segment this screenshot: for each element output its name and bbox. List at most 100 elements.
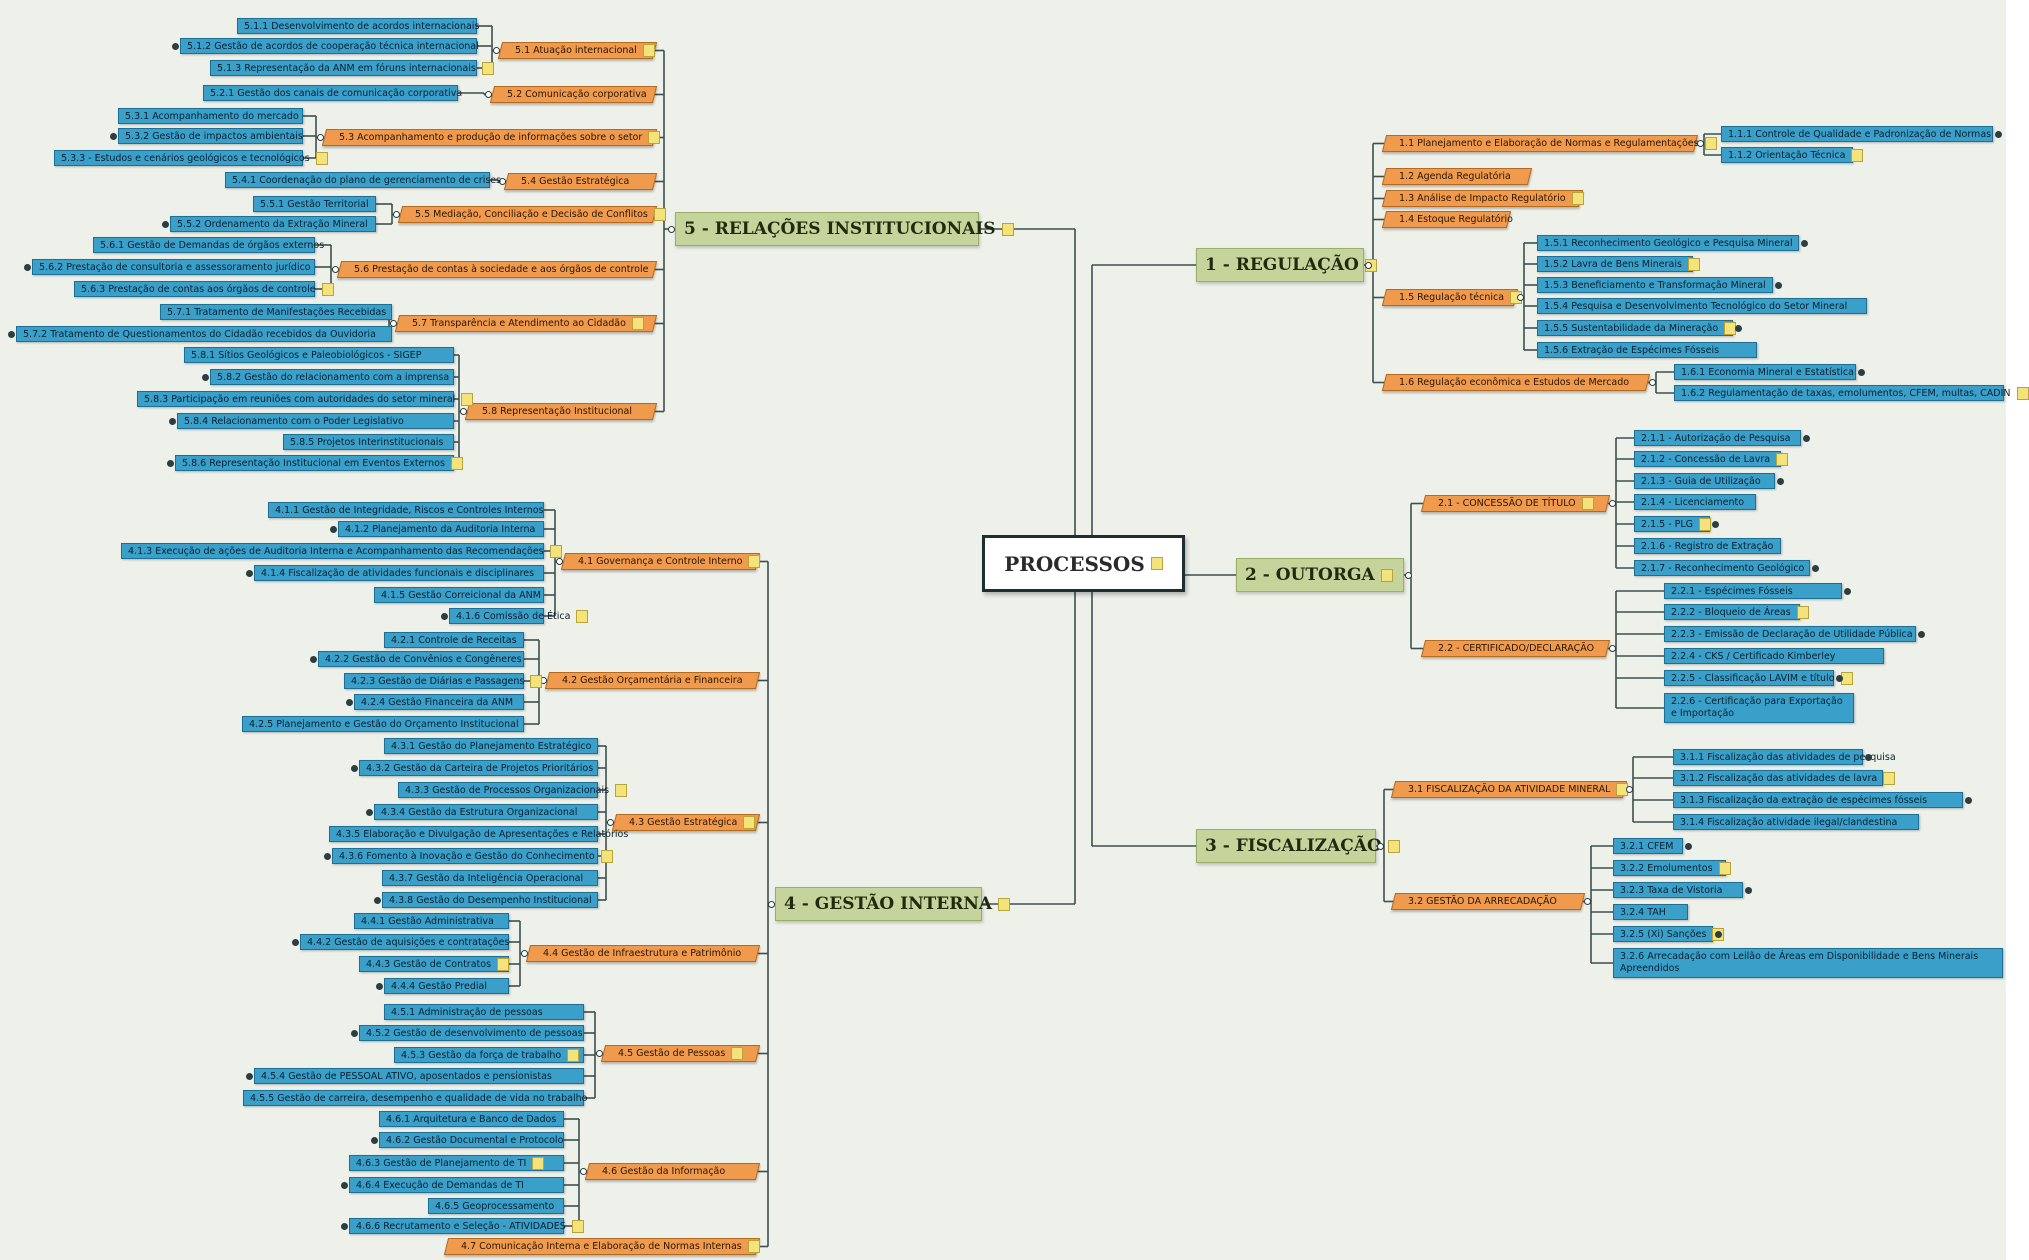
leaf-gestao-6-6[interactable]: 4.6.6 Recrutamento e Seleção - ATIVIDADE…: [349, 1218, 584, 1234]
collapse-toggle-icon[interactable]: [245, 569, 253, 577]
category-gestao-4[interactable]: 4.4 Gestão de Infraestrutura e Patrimôni…: [525, 945, 761, 962]
leaf-relacoes-2-1[interactable]: 5.2.1 Gestão dos canais de comunicação c…: [203, 85, 462, 101]
collapse-toggle-icon[interactable]: [329, 525, 337, 533]
category-fiscalizacao-1[interactable]: 3.1 FISCALIZAÇÃO DA ATIVIDADE MINERAL: [1390, 781, 1629, 798]
leaf-gestao-3-2[interactable]: 4.3.2 Gestão da Carteira de Projetos Pri…: [359, 760, 598, 776]
leaf-gestao-1-4[interactable]: 4.1.4 Fiscalização de atividades funcion…: [254, 565, 544, 581]
collapse-toggle-icon[interactable]: [309, 655, 317, 663]
collapse-toggle-icon[interactable]: [1802, 434, 1810, 442]
category-relacoes-7[interactable]: 5.7 Transparência e Atendimento ao Cidad…: [394, 315, 658, 332]
collapse-toggle-icon[interactable]: [1835, 674, 1843, 682]
leaf-relacoes-8-2[interactable]: 5.8.2 Gestão do relacionamento com a imp…: [210, 369, 454, 385]
leaf-fiscalizacao-2-4[interactable]: 3.2.4 TAH: [1613, 904, 1688, 920]
collapse-toggle-icon[interactable]: [1608, 500, 1616, 507]
leaf-outorga-2-2[interactable]: 2.2.2 - Bloqueio de Áreas: [1664, 604, 1809, 620]
leaf-gestao-1-2[interactable]: 4.1.2 Planejamento da Auditoria Interna: [338, 521, 544, 537]
leaf-relacoes-4-1[interactable]: 5.4.1 Coordenação do plano de gerenciame…: [225, 172, 501, 188]
leaf-relacoes-1-2[interactable]: 5.1.2 Gestão de acordos de cooperação té…: [180, 38, 479, 54]
leaf-gestao-6-5[interactable]: 4.6.5 Geoprocessamento: [428, 1198, 564, 1214]
leaf-gestao-6-1[interactable]: 4.6.1 Arquitetura e Banco de Dados: [379, 1111, 564, 1127]
collapse-toggle-icon[interactable]: [1744, 886, 1752, 894]
collapse-toggle-icon[interactable]: [365, 808, 373, 816]
collapse-toggle-icon[interactable]: [375, 982, 383, 990]
collapse-toggle-icon[interactable]: [595, 1050, 603, 1057]
collapse-toggle-icon[interactable]: [1364, 261, 1372, 269]
collapse-toggle-icon[interactable]: [161, 220, 169, 228]
category-gestao-2[interactable]: 4.2 Gestão Orçamentária e Financeira: [544, 672, 761, 689]
collapse-toggle-icon[interactable]: [245, 1072, 253, 1080]
leaf-outorga-1-3[interactable]: 2.1.3 - Guia de Utilização: [1634, 473, 1775, 489]
collapse-toggle-icon[interactable]: [109, 132, 117, 140]
collapse-toggle-icon[interactable]: [484, 91, 492, 98]
collapse-toggle-icon[interactable]: [1843, 587, 1851, 595]
leaf-outorga-1-7[interactable]: 2.1.7 - Reconhecimento Geológico: [1634, 560, 1810, 576]
collapse-toggle-icon[interactable]: [1696, 140, 1704, 147]
leaf-relacoes-1-1[interactable]: 5.1.1 Desenvolvimento de acordos interna…: [237, 18, 479, 34]
category-relacoes-4[interactable]: 5.4 Gestão Estratégica: [503, 173, 658, 190]
leaf-regulacao-5-4[interactable]: 1.5.4 Pesquisa e Desenvolvimento Tecnoló…: [1537, 298, 1867, 314]
category-outorga-1[interactable]: 2.1 - CONCESSÃO DE TÍTULO: [1420, 495, 1611, 512]
collapse-toggle-icon[interactable]: [340, 1181, 348, 1189]
leaf-outorga-1-6[interactable]: 2.1.6 - Registro de Extração: [1634, 538, 1781, 554]
leaf-regulacao-5-1[interactable]: 1.5.1 Reconhecimento Geológico e Pesquis…: [1537, 235, 1799, 251]
collapse-toggle-icon[interactable]: [667, 225, 675, 233]
collapse-toggle-icon[interactable]: [370, 1136, 378, 1144]
collapse-toggle-icon[interactable]: [579, 1168, 587, 1175]
leaf-fiscalizacao-2-2[interactable]: 3.2.2 Emolumentos: [1613, 860, 1731, 876]
leaf-regulacao-6-2[interactable]: 1.6.2 Regulamentação de taxas, emolument…: [1674, 385, 2029, 401]
leaf-relacoes-3-1[interactable]: 5.3.1 Acompanhamento do mercado: [118, 108, 303, 124]
category-gestao-7[interactable]: 4.7 Comunicação Interna e Elaboração de …: [443, 1238, 761, 1255]
leaf-gestao-4-2[interactable]: 4.4.2 Gestão de aquisições e contrataçõe…: [300, 934, 509, 950]
collapse-toggle-icon[interactable]: [1811, 564, 1819, 572]
leaf-regulacao-1-1[interactable]: 1.1.1 Controle de Qualidade e Padronizaç…: [1721, 126, 1993, 142]
leaf-regulacao-5-6[interactable]: 1.5.6 Extração de Espécimes Fósseis: [1537, 342, 1757, 358]
collapse-toggle-icon[interactable]: [7, 330, 15, 338]
leaf-fiscalizacao-2-1[interactable]: 3.2.1 CFEM: [1613, 838, 1683, 854]
category-regulacao-3[interactable]: 1.3 Análise de Impacto Regulatório: [1381, 190, 1584, 207]
leaf-gestao-3-5[interactable]: 4.3.5 Elaboração e Divulgação de Apresen…: [329, 826, 628, 842]
collapse-toggle-icon[interactable]: [345, 698, 353, 706]
collapse-toggle-icon[interactable]: [1583, 898, 1591, 905]
leaf-relacoes-1-3[interactable]: 5.1.3 Representação da ANM em fóruns int…: [210, 60, 494, 76]
leaf-relacoes-6-2[interactable]: 5.6.2 Prestação de consultoria e assesso…: [32, 259, 315, 275]
leaf-fiscalizacao-2-3[interactable]: 3.2.3 Taxa de Vistoria: [1613, 882, 1743, 898]
leaf-gestao-3-6[interactable]: 4.3.6 Fomento à Inovação e Gestão do Con…: [332, 848, 613, 864]
category-regulacao-2[interactable]: 1.2 Agenda Regulatória: [1381, 168, 1533, 185]
collapse-toggle-icon[interactable]: [291, 938, 299, 946]
category-gestao-5[interactable]: 4.5 Gestão de Pessoas: [600, 1045, 761, 1062]
collapse-toggle-icon[interactable]: [392, 211, 400, 218]
leaf-relacoes-5-1[interactable]: 5.5.1 Gestão Territorial: [253, 196, 376, 212]
collapse-toggle-icon[interactable]: [520, 950, 528, 957]
leaf-gestao-3-8[interactable]: 4.3.8 Gestão do Desempenho Institucional: [382, 892, 598, 908]
collapse-toggle-icon[interactable]: [767, 900, 775, 908]
leaf-regulacao-1-2[interactable]: 1.1.2 Orientação Técnica: [1721, 147, 1864, 163]
leaf-outorga-1-5[interactable]: 2.1.5 - PLG: [1634, 516, 1712, 532]
collapse-toggle-icon[interactable]: [1376, 842, 1384, 850]
leaf-gestao-3-7[interactable]: 4.3.7 Gestão da Inteligência Operacional: [382, 870, 598, 886]
collapse-toggle-icon[interactable]: [492, 47, 500, 54]
collapse-toggle-icon[interactable]: [331, 266, 339, 273]
leaf-relacoes-8-4[interactable]: 5.8.4 Relacionamento com o Poder Legisla…: [177, 413, 454, 429]
collapse-toggle-icon[interactable]: [1648, 379, 1656, 386]
leaf-outorga-2-1[interactable]: 2.2.1 - Espécimes Fósseis: [1664, 583, 1842, 599]
leaf-regulacao-5-5[interactable]: 1.5.5 Sustentabilidade da Mineração: [1537, 320, 1737, 336]
collapse-toggle-icon[interactable]: [1711, 520, 1719, 528]
collapse-toggle-icon[interactable]: [1684, 842, 1692, 850]
leaf-outorga-2-3[interactable]: 2.2.3 - Emissão de Declaração de Utilida…: [1664, 626, 1916, 642]
leaf-gestao-1-3[interactable]: 4.1.3 Execução de ações de Auditoria Int…: [121, 543, 562, 559]
category-relacoes-3[interactable]: 5.3 Acompanhamento e produção de informa…: [321, 129, 661, 146]
leaf-relacoes-3-2[interactable]: 5.3.2 Gestão de impactos ambientais: [118, 128, 303, 144]
leaf-gestao-6-3[interactable]: 4.6.3 Gestão de Planejamento de TI: [349, 1155, 564, 1171]
collapse-toggle-icon[interactable]: [1714, 930, 1722, 938]
collapse-toggle-icon[interactable]: [350, 764, 358, 772]
category-regulacao-4[interactable]: 1.4 Estoque Regulatório: [1381, 211, 1513, 228]
category-relacoes-5[interactable]: 5.5 Mediação, Conciliação e Decisão de C…: [397, 206, 666, 223]
category-outorga-2[interactable]: 2.2 - CERTIFICADO/DECLARAÇÃO: [1420, 640, 1611, 657]
center-topic[interactable]: PROCESSOS: [982, 535, 1185, 592]
leaf-regulacao-6-1[interactable]: 1.6.1 Economia Mineral e Estatística: [1674, 364, 1856, 380]
leaf-gestao-6-2[interactable]: 4.6.2 Gestão Documental e Protocolo: [379, 1132, 564, 1148]
leaf-regulacao-5-3[interactable]: 1.5.3 Beneficiamento e Transformação Min…: [1537, 277, 1773, 293]
collapse-toggle-icon[interactable]: [1608, 645, 1616, 652]
collapse-toggle-icon[interactable]: [440, 612, 448, 620]
leaf-gestao-1-1[interactable]: 4.1.1 Gestão de Integridade, Riscos e Co…: [268, 502, 544, 518]
